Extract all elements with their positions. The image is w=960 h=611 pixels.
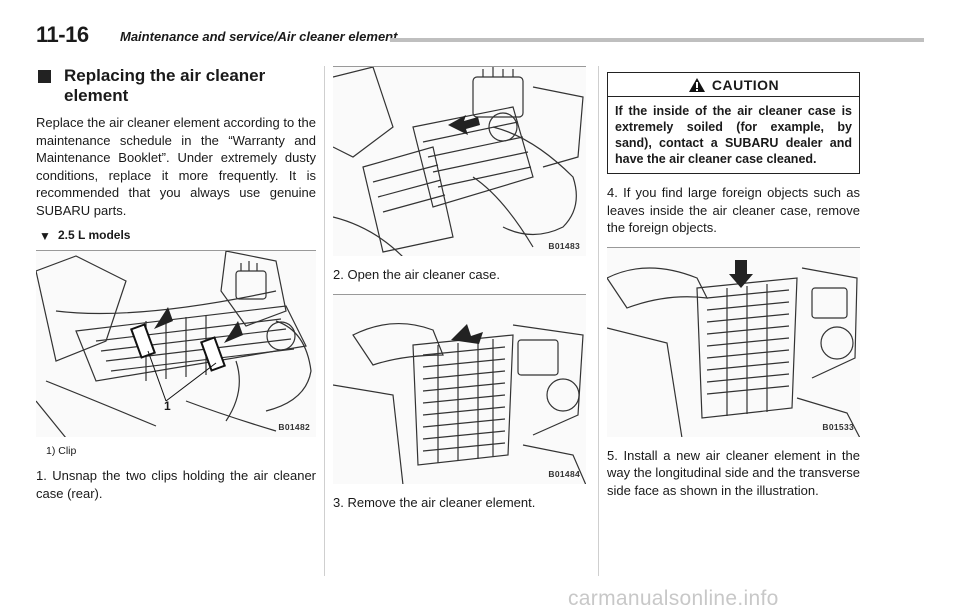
figure-code: B01484 [548,468,580,479]
section-title: Replacing the air cleaner element [36,66,316,106]
figure-code: B01483 [548,241,580,251]
column-divider [598,66,599,576]
column-3: CAUTION If the inside of the air cleaner… [607,72,860,509]
subsection-title: ▼ 2.5 L models [39,228,131,243]
square-icon [38,70,51,83]
page-header: 11-16 Maintenance and service/Air cleane… [36,22,924,48]
watermark: carmanualsonline.info [568,587,779,610]
page-number: 11-16 [36,22,89,47]
column-2: B01483 2. Open the air cleaner case. B01… [333,66,586,521]
figure-legend: 1) Clip [46,445,77,457]
header-title: Maintenance and service/Air cleaner elem… [120,29,398,44]
step-1: 1. Unsnap the two clips holding the air … [36,468,316,501]
figure-code: B01482 [278,422,310,432]
step-3: 3. Remove the air cleaner element. [333,494,536,510]
step-2: 2. Open the air cleaner case. [333,267,500,282]
caution-box: CAUTION If the inside of the air cleaner… [607,72,860,174]
triangle-down-icon: ▼ [39,229,51,243]
caution-header: CAUTION [608,73,859,97]
figure-open-case: B01483 [333,66,586,256]
column-divider [324,66,325,576]
figure-code: B01533 [822,421,854,432]
figure-remove-element: B01484 [333,293,586,484]
caution-text: If the inside of the air cleaner case is… [615,104,852,166]
install-element-illustration [607,259,860,437]
step-5: 5. Install a new air cleaner element in … [607,447,860,498]
open-case-illustration [333,67,584,256]
remove-element-illustration [333,322,586,484]
figure-callout: 1 [164,399,171,413]
engine-clips-illustration [36,251,312,437]
figure-install-element: B01533 [607,246,860,437]
caution-label: CAUTION [711,76,780,93]
intro-paragraph: Replace the air cleaner element accordin… [36,115,316,218]
warning-triangle-icon [688,77,705,92]
header-rule [390,38,924,42]
figure-clips: 1 B01482 [36,250,316,437]
step-4: 4. If you find large foreign objects suc… [607,185,860,235]
column-1: Replacing the air cleaner element Replac… [36,66,316,512]
